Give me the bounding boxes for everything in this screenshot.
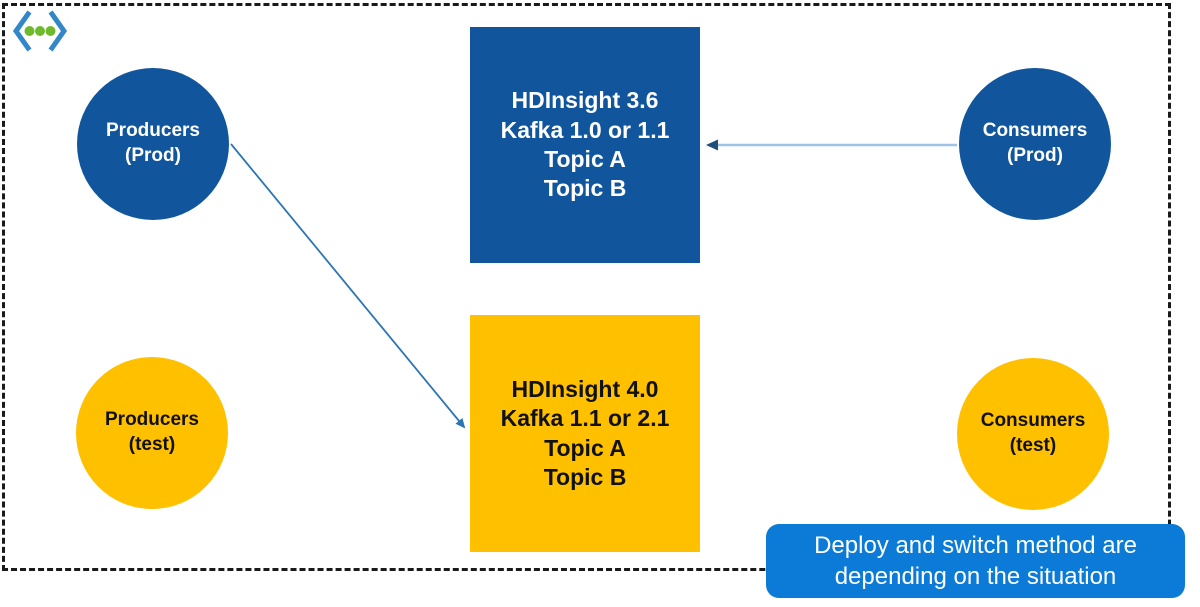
node-sublabel: (Prod) <box>1007 145 1063 166</box>
dashed-boundary-frame <box>2 3 1171 571</box>
cluster-line: HDInsight 4.0 <box>511 375 659 402</box>
node-producers-test: Producers (test) <box>76 357 228 509</box>
callout-line: Deploy and switch method are <box>814 531 1137 559</box>
code-icon <box>12 10 68 52</box>
callout-deploy-note: Deploy and switch method are depending o… <box>766 524 1185 598</box>
cluster-line: Topic B <box>543 175 627 202</box>
node-label: Producers <box>106 120 200 142</box>
cluster-line: Kafka 1.1 or 2.1 <box>500 405 670 432</box>
node-label: Consumers <box>980 410 1086 432</box>
cluster-hdinsight-36: HDInsight 3.6 Kafka 1.0 or 1.1 Topic A T… <box>470 27 700 263</box>
node-consumers-prod: Consumers (Prod) <box>959 68 1111 220</box>
node-label: Producers <box>105 409 199 431</box>
node-consumers-test: Consumers (test) <box>957 358 1109 510</box>
node-producers-prod: Producers (Prod) <box>77 68 229 220</box>
callout-line: depending on the situation <box>834 563 1117 590</box>
node-sublabel: (test) <box>1009 435 1057 456</box>
node-sublabel: (Prod) <box>125 145 181 166</box>
cluster-line: Topic A <box>544 146 626 172</box>
cluster-line: Topic A <box>544 434 626 461</box>
node-label: Consumers <box>982 120 1088 142</box>
cluster-line: Topic B <box>543 463 627 490</box>
node-sublabel: (test) <box>128 434 176 455</box>
cluster-line: HDInsight 3.6 <box>511 87 659 114</box>
cluster-hdinsight-40: HDInsight 4.0 Kafka 1.1 or 2.1 Topic A T… <box>470 315 700 552</box>
cluster-line: Kafka 1.0 or 1.1 <box>500 116 670 143</box>
